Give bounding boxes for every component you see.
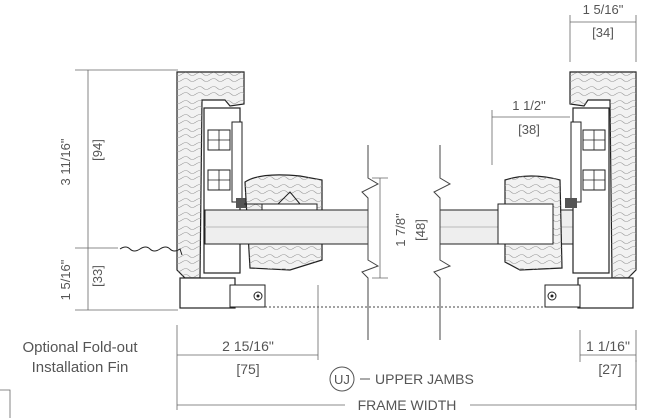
uj-legend-text: UPPER JAMBS — [375, 371, 474, 387]
break-lines — [361, 145, 452, 340]
dim-lower-left-imperial: 1 5/16" — [58, 259, 73, 300]
uj-badge-label: UJ — [334, 372, 350, 387]
dim-bottom-left-metric: [75] — [236, 361, 259, 377]
dim-top-right-imperial: 1 5/16" — [583, 2, 624, 17]
fin-label-line1: Optional Fold-out — [22, 339, 138, 356]
dim-sash-right-imperial: 1 1/2" — [512, 98, 546, 113]
dim-bottom-right-imperial: 1 1/16" — [586, 338, 630, 354]
dim-lower-left-metric: [33] — [90, 265, 105, 287]
fin-label-line2: Installation Fin — [31, 359, 129, 376]
left-frame — [119, 71, 266, 309]
frame-width-label: FRAME WIDTH — [358, 397, 457, 413]
right-sash — [497, 175, 563, 271]
dim-depth-left-metric: [94] — [90, 139, 105, 161]
dim-glass-imperial: 1 7/8" — [393, 213, 408, 247]
dim-sash-right-metric: [38] — [518, 122, 540, 137]
installation-fin-icon — [119, 246, 183, 256]
fin-label: Optional Fold-out Installation Fin — [0, 338, 160, 378]
left-fin-base — [179, 277, 236, 309]
uj-badge-circle — [329, 366, 355, 392]
right-frame — [544, 71, 637, 309]
dim-glass-metric: [48] — [413, 219, 428, 241]
dim-top-right-metric: [34] — [592, 25, 614, 40]
dim-depth-left-imperial: 3 11/16" — [58, 138, 73, 185]
dimension-texts: 1 5/16" [34] 1 1/2" [38] 3 11/16" [94] 1… — [58, 2, 630, 377]
dim-bottom-left-imperial: 2 15/16" — [222, 338, 274, 354]
dim-bottom-right-metric: [27] — [598, 361, 621, 377]
